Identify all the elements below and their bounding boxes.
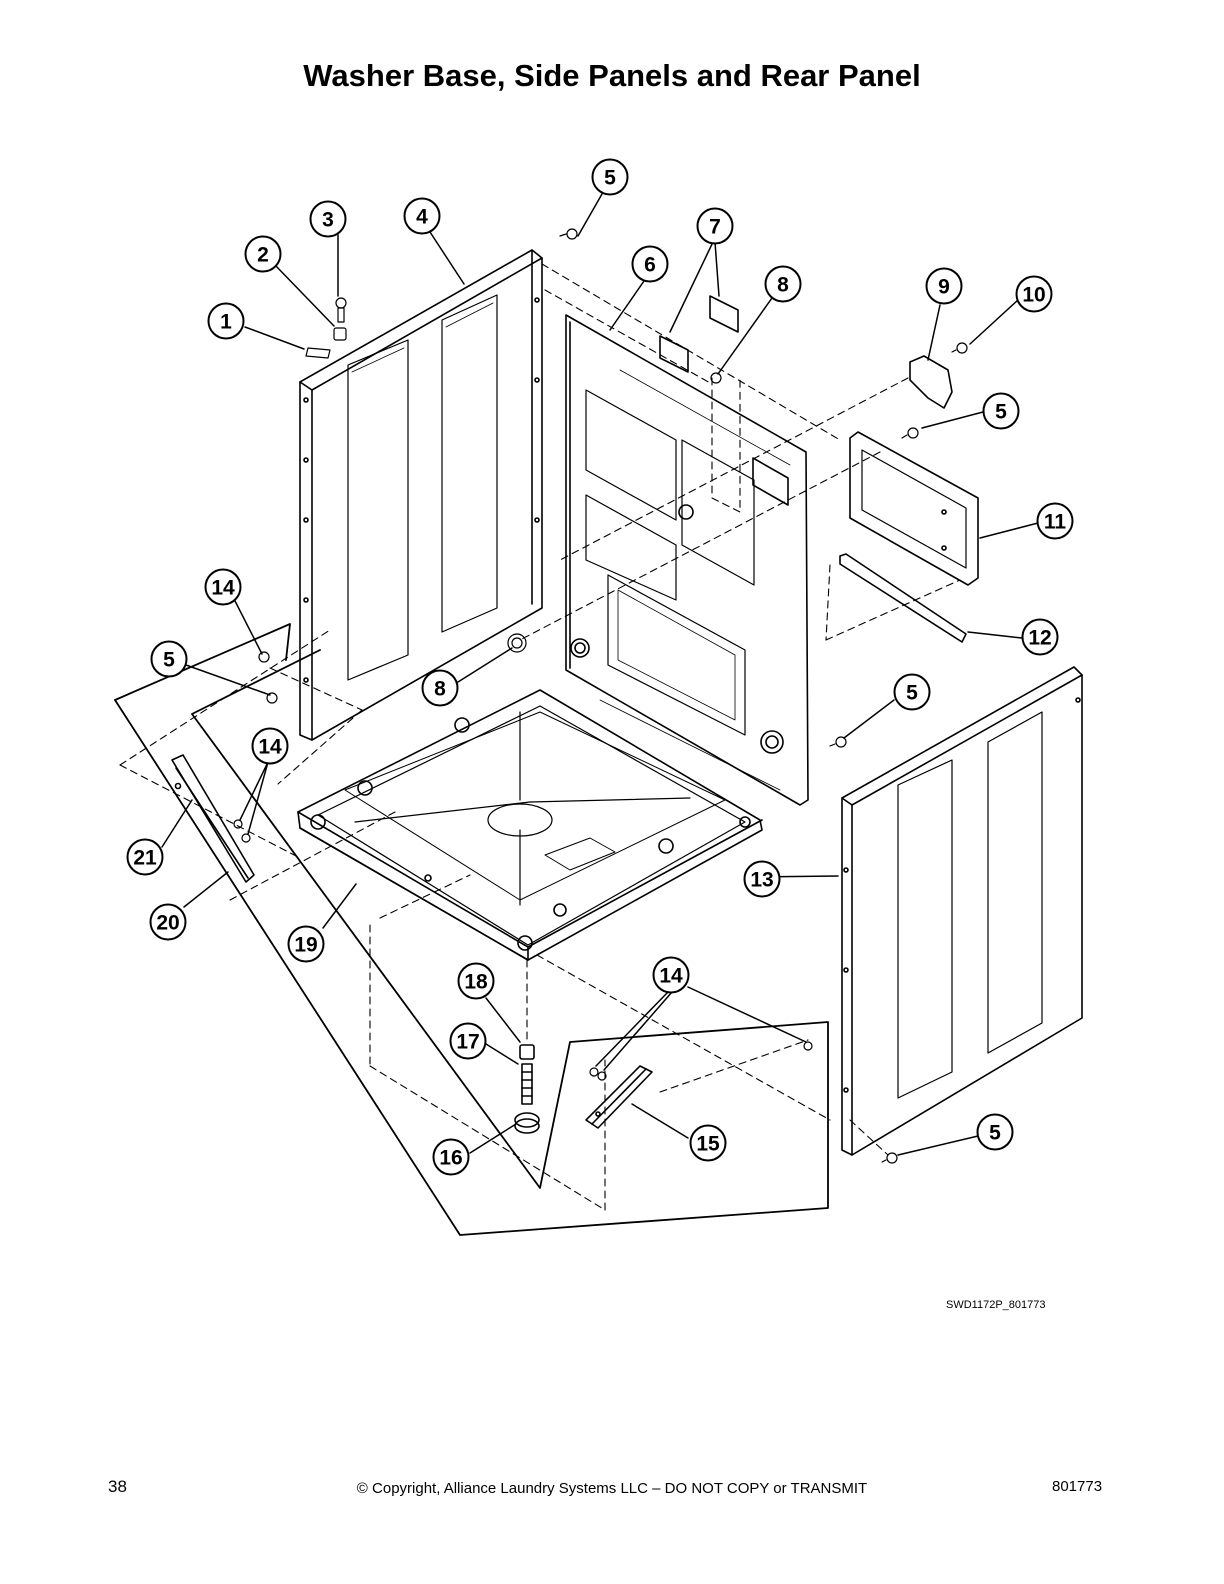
label-part-b: [709, 295, 739, 333]
callout-16: 16: [432, 1138, 470, 1176]
callout-3: 3: [309, 200, 347, 238]
svg-text:1: 1: [220, 311, 232, 334]
callout-19: 19: [287, 925, 325, 963]
svg-text:3: 3: [322, 209, 334, 232]
callout-21: 21: [126, 838, 164, 876]
callout-20: 20: [149, 903, 187, 941]
callout-1: 1: [207, 302, 245, 340]
left-side-panel: [299, 249, 543, 741]
document-number: 801773: [1052, 1478, 1103, 1495]
svg-text:8: 8: [434, 678, 446, 701]
label-part-a: [659, 335, 689, 373]
fasteners: [233, 228, 968, 1164]
callout-14-mid-left: 14: [251, 727, 289, 765]
front-brace-left: [171, 754, 255, 883]
rear-access-panel: [849, 431, 979, 586]
front-brace-right: [585, 1065, 653, 1129]
callout-2: 2: [244, 235, 282, 273]
callout-8-lower: 8: [421, 669, 459, 707]
callout-10: 10: [1015, 275, 1053, 313]
callout-9: 9: [925, 267, 963, 305]
callout-5-top: 5: [591, 158, 629, 196]
trim-strip: [839, 553, 967, 643]
callout-18: 18: [457, 962, 495, 1000]
svg-text:14: 14: [659, 965, 683, 988]
assembly-guide-lines: [119, 263, 961, 1211]
figure-code: SWD1172P_801773: [946, 1299, 1046, 1311]
svg-text:5: 5: [989, 1122, 1001, 1145]
svg-text:5: 5: [163, 649, 175, 672]
svg-text:6: 6: [644, 254, 656, 277]
svg-text:16: 16: [439, 1147, 462, 1170]
callout-5-right-mid: 5: [893, 673, 931, 711]
svg-text:14: 14: [258, 736, 282, 759]
callout-15: 15: [689, 1124, 727, 1162]
callout-13: 13: [743, 860, 781, 898]
washer-base: [297, 689, 763, 961]
svg-text:15: 15: [696, 1133, 720, 1156]
copyright-notice: © Copyright, Alliance Laundry Systems LL…: [356, 1480, 868, 1497]
svg-text:5: 5: [604, 167, 616, 190]
svg-text:7: 7: [709, 216, 721, 239]
callout-5-right-upper: 5: [982, 392, 1020, 430]
rear-panel: [565, 314, 809, 806]
callout-leader-lines: [161, 193, 1039, 1156]
callout-14-left: 14: [204, 568, 242, 606]
svg-text:4: 4: [416, 206, 428, 229]
callout-5-left: 5: [150, 640, 188, 678]
svg-text:10: 10: [1022, 284, 1045, 307]
svg-text:2: 2: [257, 244, 269, 267]
svg-text:12: 12: [1028, 627, 1051, 650]
right-side-panel: [841, 666, 1083, 1156]
svg-text:20: 20: [156, 912, 179, 935]
callout-8-top: 8: [764, 265, 802, 303]
svg-text:19: 19: [294, 934, 317, 957]
svg-text:18: 18: [464, 971, 488, 994]
svg-text:14: 14: [211, 577, 235, 600]
svg-text:11: 11: [1044, 511, 1067, 534]
callout-11: 11: [1036, 502, 1074, 540]
svg-text:8: 8: [777, 274, 789, 297]
callout-6: 6: [631, 245, 669, 283]
svg-text:21: 21: [133, 847, 157, 870]
callout-7: 7: [696, 207, 734, 245]
svg-text:13: 13: [750, 869, 773, 892]
svg-text:5: 5: [906, 682, 918, 705]
callout-5-bottom: 5: [976, 1113, 1014, 1151]
leveling-leg-assembly: [514, 1044, 540, 1134]
access-cover: [909, 355, 953, 409]
callout-4: 4: [403, 197, 441, 235]
callout-17: 17: [449, 1022, 487, 1060]
callout-12: 12: [1021, 618, 1059, 656]
svg-text:9: 9: [938, 276, 950, 299]
callout-14-lower: 14: [652, 956, 690, 994]
svg-text:5: 5: [995, 401, 1007, 424]
page-title: Washer Base, Side Panels and Rear Panel: [303, 58, 921, 93]
svg-text:17: 17: [456, 1031, 479, 1054]
page-number: 38: [108, 1477, 127, 1496]
